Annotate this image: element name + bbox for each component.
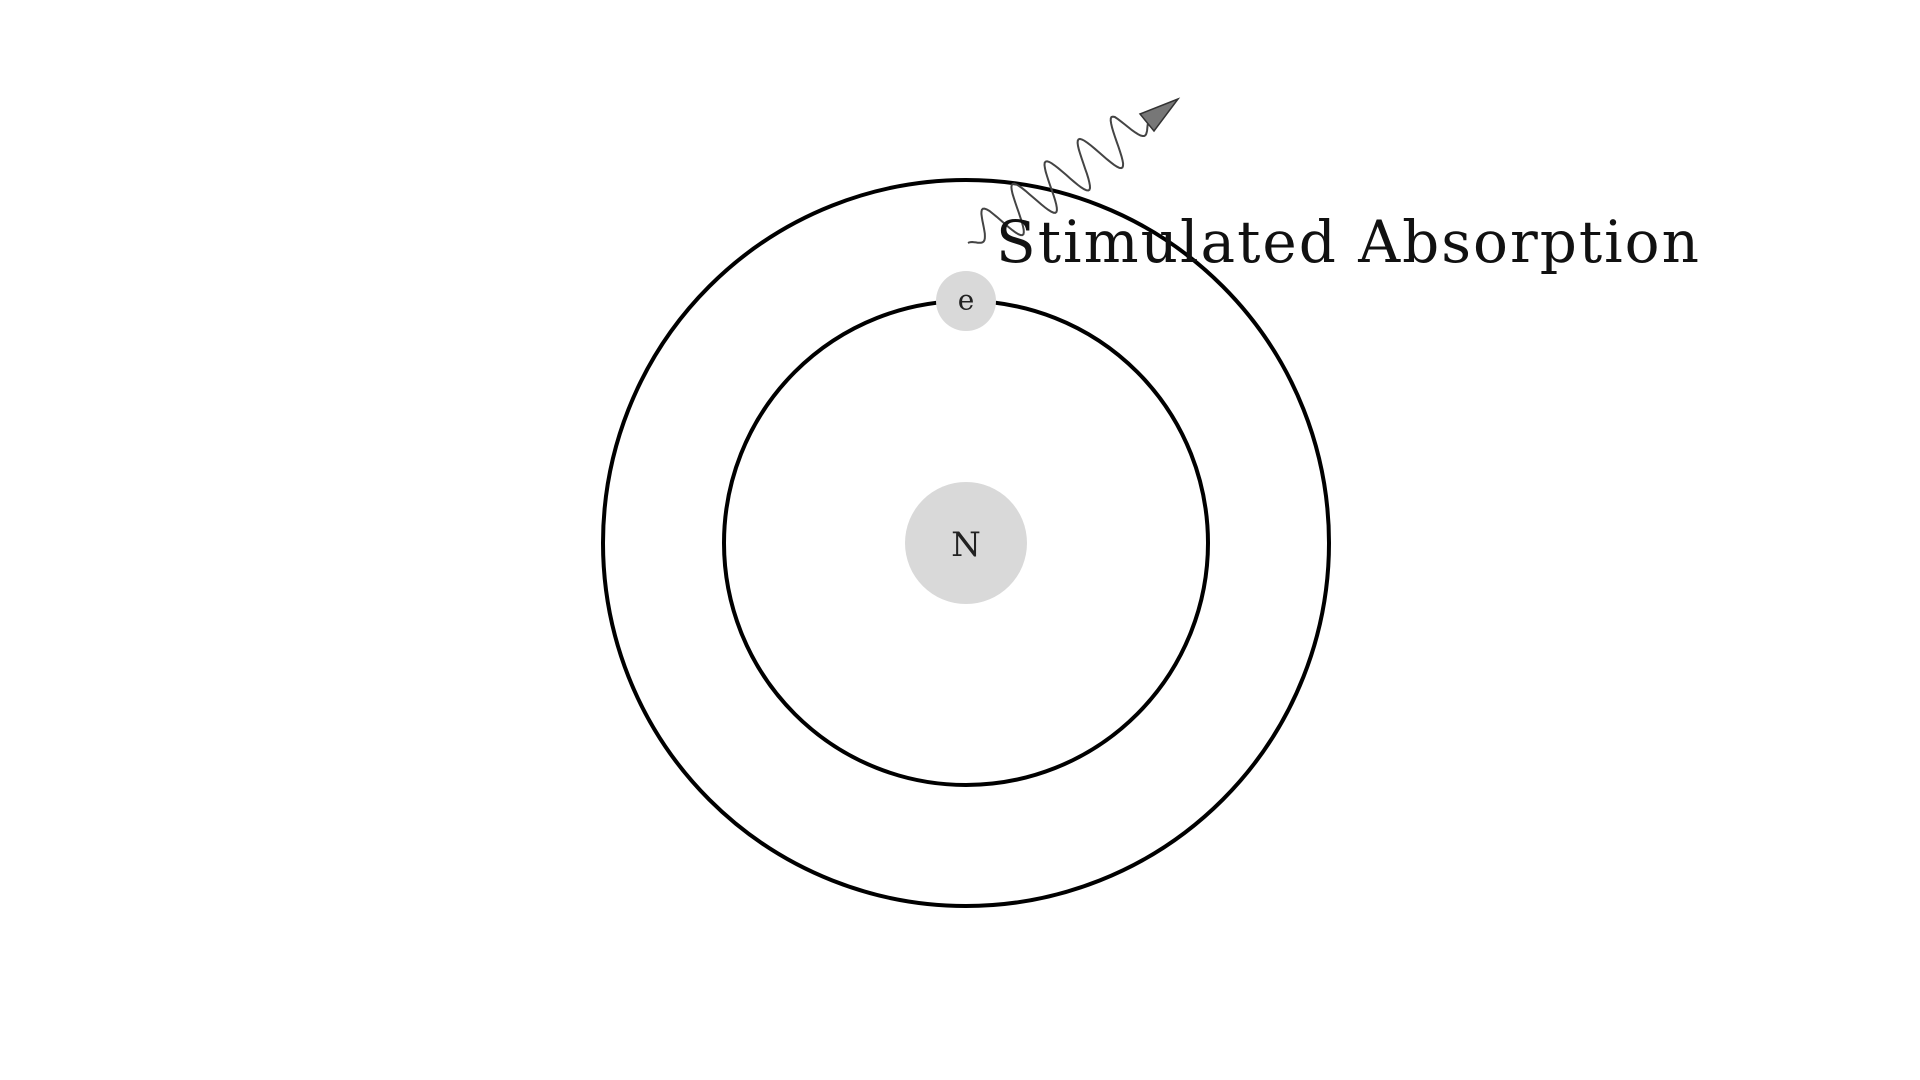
photon-wave xyxy=(967,115,1151,244)
electron-circle xyxy=(936,271,996,331)
diagram-title: Stimulated Absorption xyxy=(996,208,1701,276)
nucleus-circle xyxy=(905,482,1027,604)
nucleus: N xyxy=(905,482,1027,604)
nucleus-label: N xyxy=(951,525,981,565)
photon xyxy=(967,97,1181,244)
outer-orbit xyxy=(601,178,1331,908)
electron: e xyxy=(936,271,996,331)
electron-label: e xyxy=(958,284,975,317)
photon-arrowhead-icon xyxy=(1138,97,1181,133)
